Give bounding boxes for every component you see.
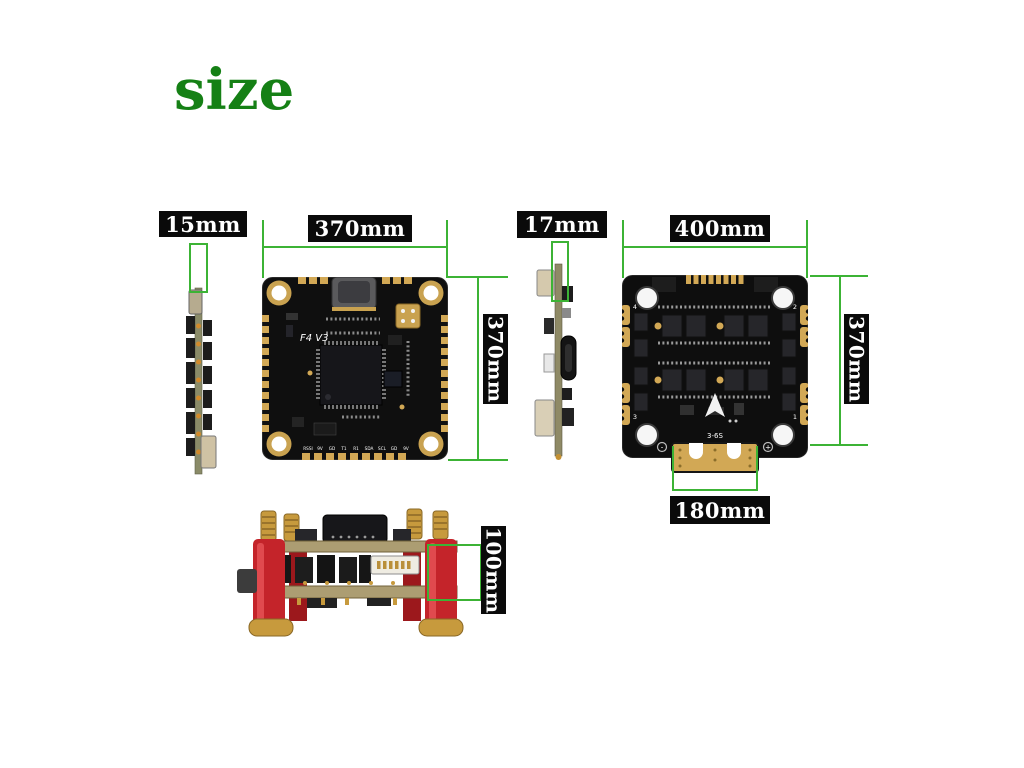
battery-pad-tab <box>671 442 759 473</box>
svg-text:9V: 9V <box>317 446 323 451</box>
motor-solder-pads <box>622 305 808 425</box>
jst-connector <box>370 555 420 575</box>
svg-text:4: 4 <box>633 303 637 311</box>
standoff-back <box>403 543 421 621</box>
esc-corner-numbers: 4 2 3 1 <box>633 303 797 421</box>
standoff-front <box>253 539 457 625</box>
side-components <box>186 316 212 456</box>
esc-rating-silkscreen: 3-6S <box>707 432 723 440</box>
dim-line <box>477 276 479 461</box>
svg-text:GD: GD <box>329 446 335 451</box>
usb-c-connector <box>331 277 377 311</box>
capacitor-rows <box>658 305 772 399</box>
dim-label-fc-width: 370mm <box>308 215 412 242</box>
solder-tip <box>555 454 562 460</box>
dim-label-stack-height: 100mm <box>481 526 506 614</box>
solder-joints <box>196 323 201 455</box>
dim-label-17mm: 17mm <box>517 211 607 238</box>
dim-line <box>262 246 448 248</box>
dim-line <box>839 276 841 446</box>
dim-tick <box>446 220 448 278</box>
dim-bracket-15mm <box>189 243 208 293</box>
svg-text:R1: R1 <box>353 446 359 451</box>
fet-components <box>633 312 797 412</box>
barometer-chip <box>395 303 421 329</box>
bottom-connector <box>534 399 555 437</box>
component <box>543 353 555 373</box>
dim-tick <box>806 220 808 278</box>
svg-text:2: 2 <box>793 303 797 311</box>
dim-tick <box>672 446 674 491</box>
stack-assembly-photo <box>237 508 464 637</box>
svg-text:1: 1 <box>793 413 797 421</box>
fc-model-silkscreen: F4 V3 <box>300 333 329 344</box>
usb-c-side <box>560 335 577 381</box>
dim-bracket-17mm <box>551 241 569 302</box>
svg-text:SCL: SCL <box>378 446 387 451</box>
dim-line <box>672 489 758 491</box>
esc-board-photo: 3-6S 4 2 3 1 - + <box>622 275 808 473</box>
dim-tick <box>262 220 264 278</box>
brand-arrow-logo <box>705 393 725 417</box>
vtx-module <box>295 514 411 544</box>
mounting-holes <box>266 280 444 457</box>
gold-feet <box>248 618 464 637</box>
side-protrusion <box>237 569 257 593</box>
component <box>562 308 571 318</box>
svg-text:9V: 9V <box>403 446 409 451</box>
top-connector <box>536 269 555 297</box>
dim-bracket-100mm <box>427 544 482 601</box>
dim-line <box>622 246 808 248</box>
component <box>562 388 572 400</box>
edge-pads <box>262 277 448 460</box>
dim-label-fc-height: 370mm <box>483 314 508 404</box>
component <box>544 318 554 334</box>
fc-side-view-photo <box>186 287 217 475</box>
top-connector <box>188 289 203 315</box>
svg-text:GD: GD <box>391 446 397 451</box>
small-components <box>286 313 410 436</box>
page-title: size <box>174 57 295 123</box>
bottom-connector <box>200 435 217 469</box>
svg-text:SDA: SDA <box>365 446 374 451</box>
mcu-chip <box>316 341 386 409</box>
mounting-holes <box>635 286 795 447</box>
polarity-marks: - + <box>656 441 774 453</box>
svg-text:RSSI: RSSI <box>303 446 312 451</box>
dim-label-esc-height: 370mm <box>844 314 869 404</box>
dim-tick <box>756 446 758 491</box>
dim-label-esc-tab: 180mm <box>670 496 770 524</box>
top-edge-parts <box>652 275 778 292</box>
via-pads <box>654 322 724 384</box>
svg-text:T1: T1 <box>340 446 347 451</box>
dim-tick <box>622 220 624 278</box>
svg-text:+: + <box>765 444 771 452</box>
svg-text:-: - <box>661 444 664 452</box>
dim-label-15mm: 15mm <box>159 211 247 237</box>
fc-board-photo: F4 V3 RSSI 9V GD T1 R1 SDA SCL GD 9V <box>262 277 448 460</box>
svg-text:3: 3 <box>633 413 637 421</box>
dim-label-esc-width: 400mm <box>670 215 770 242</box>
component <box>562 408 574 426</box>
under-board-parts <box>297 598 397 608</box>
fc-pin-labels: RSSI 9V GD T1 R1 SDA SCL GD 9V <box>303 446 409 451</box>
